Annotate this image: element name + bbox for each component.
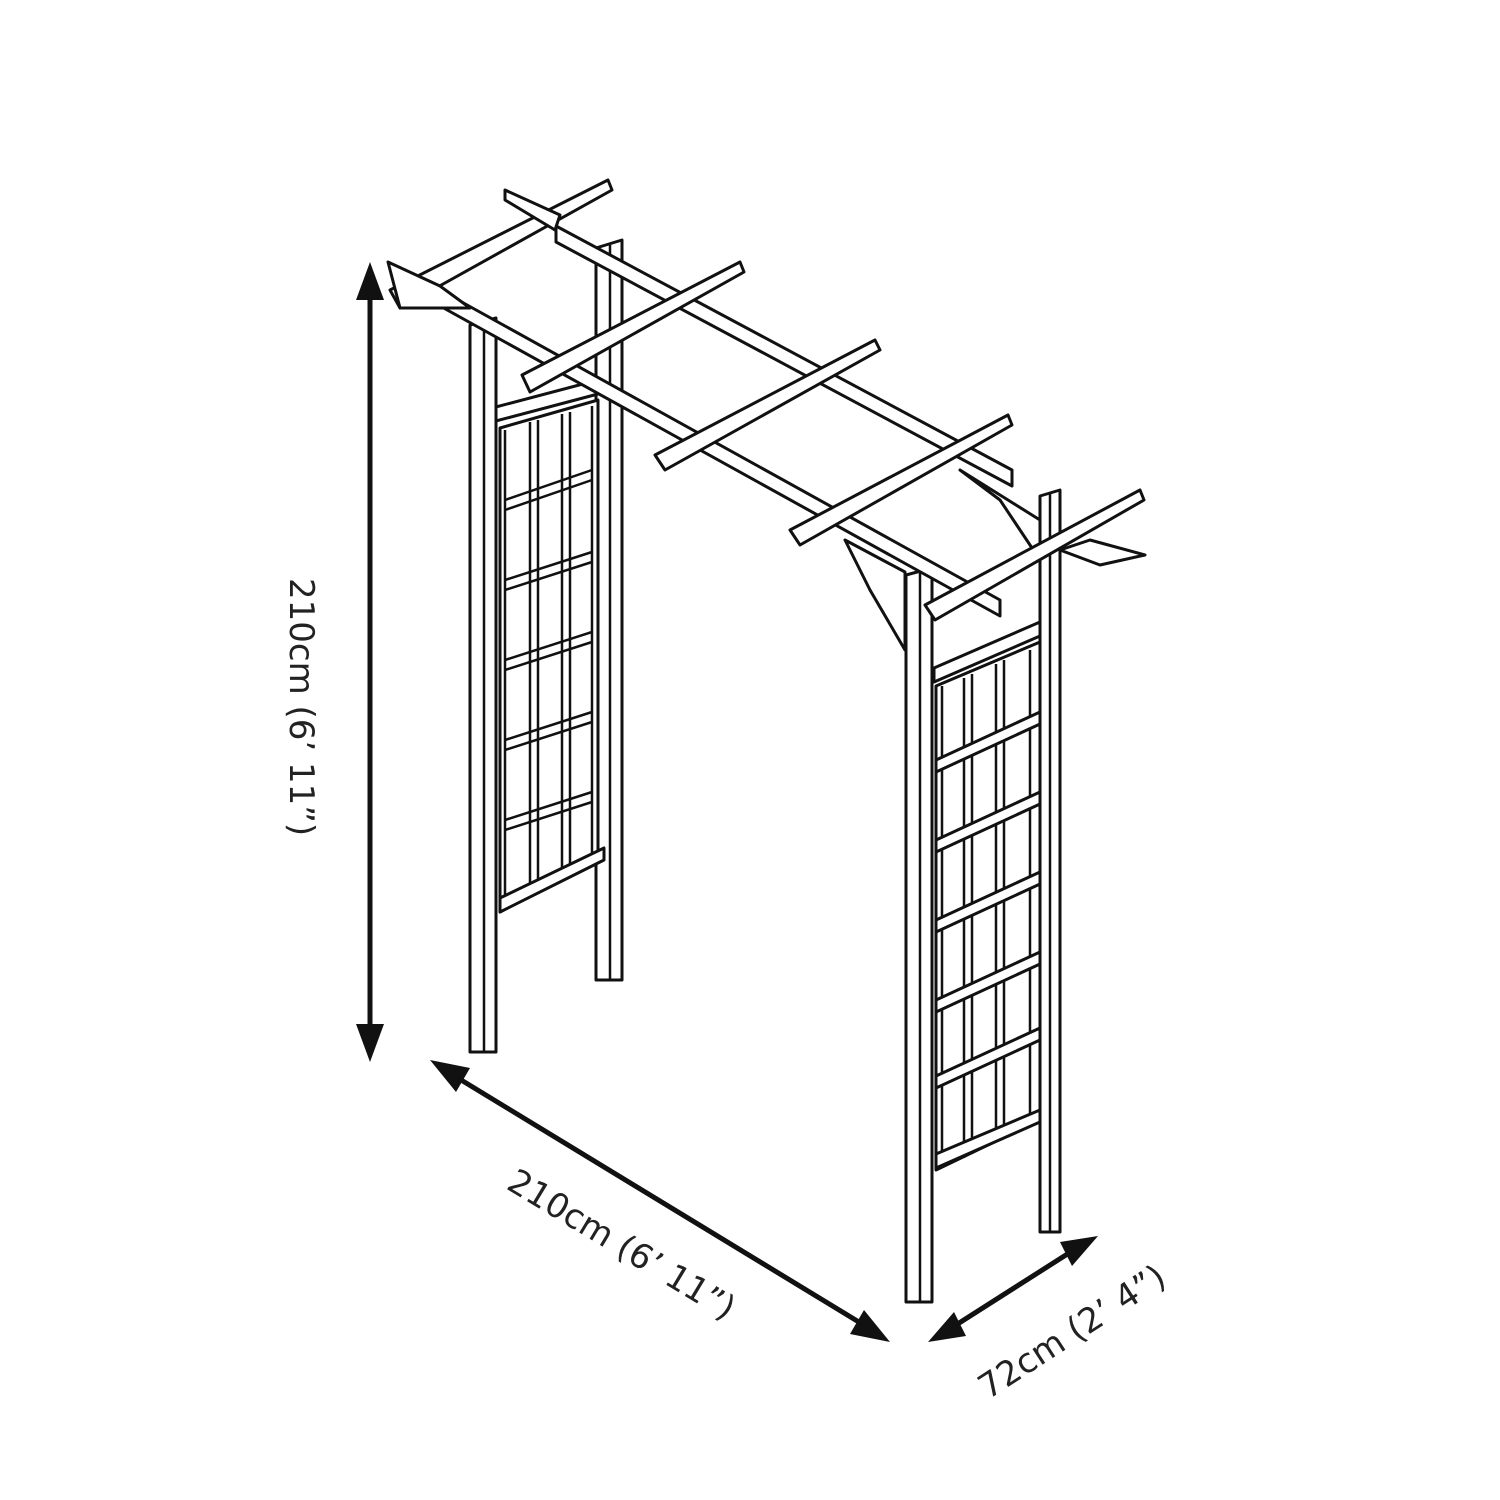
dimension-depth <box>928 1236 1098 1342</box>
dimension-height <box>356 262 384 1062</box>
post-front-left <box>468 316 498 1054</box>
width-label: 210cm (6’ 11”) <box>500 1161 742 1328</box>
depth-label: 72cm (2’ 4”) <box>971 1257 1173 1408</box>
cross-rafters <box>386 178 1147 622</box>
height-label: 210cm (6’ 11”) <box>281 578 321 836</box>
trellis-panel-left <box>490 378 606 914</box>
side-beam-back <box>554 224 1014 488</box>
trellis-panel-right <box>932 620 1042 1172</box>
post-front-right <box>843 538 934 1304</box>
dimension-width <box>430 1060 890 1342</box>
